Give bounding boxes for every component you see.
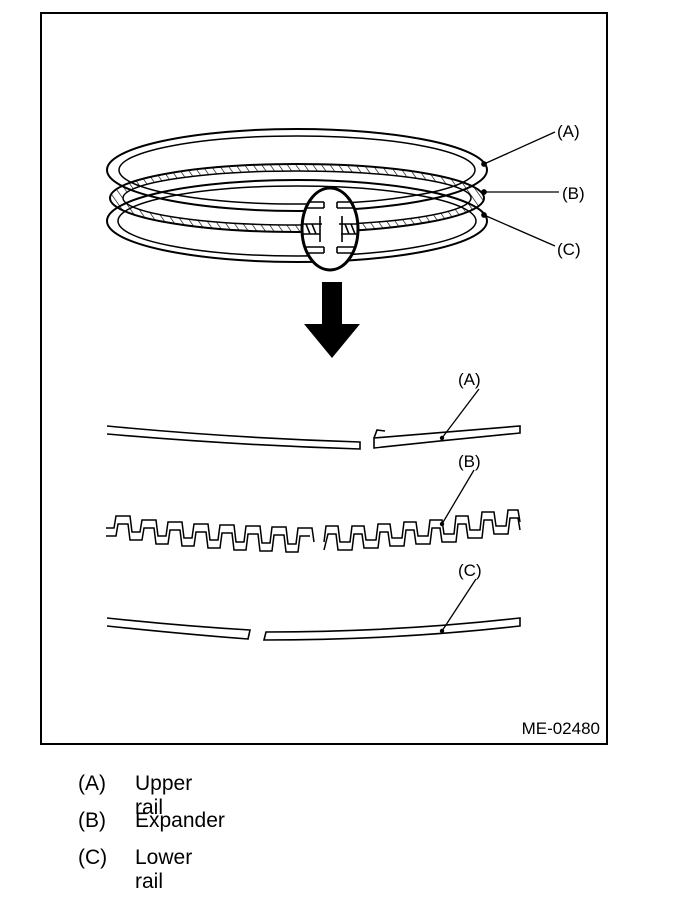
upper-rail-detail xyxy=(106,425,521,450)
legend-letter: (C) xyxy=(78,846,108,869)
legend-letter: (A) xyxy=(78,772,106,795)
upper-rail-ring xyxy=(106,128,488,212)
leader-c-top xyxy=(483,214,556,247)
figure-id: ME-02480 xyxy=(521,719,600,738)
legend-label: Expander xyxy=(135,809,225,832)
callout-b-detail: (B) xyxy=(458,452,481,471)
leader-b-top-dot xyxy=(481,189,487,195)
lower-rail-ring xyxy=(106,179,488,263)
piston-ring-diagram: (A) (B) (C) (A) (B) (C) xyxy=(106,122,585,641)
leader-c-top-dot xyxy=(481,212,487,218)
callout-c-detail: (C) xyxy=(458,561,482,580)
legend-letter: (B) xyxy=(78,809,106,832)
leader-a-top-dot xyxy=(481,161,487,167)
expander-detail xyxy=(106,509,521,553)
callout-a-detail: (A) xyxy=(458,370,481,389)
expander-ring xyxy=(109,163,485,233)
leader-a-top xyxy=(483,131,556,165)
gap-zoom-ellipse xyxy=(300,186,360,272)
callout-a-top: (A) xyxy=(557,122,580,141)
legend-label: Upper rail xyxy=(135,772,193,819)
callout-b-top: (B) xyxy=(562,184,585,203)
legend-label: Lower rail xyxy=(135,846,193,893)
callout-c-top: (C) xyxy=(557,240,581,259)
down-arrow-icon xyxy=(304,282,360,358)
figure-frame: (A) (B) (C) (A) (B) (C) ME-0 xyxy=(40,12,608,745)
ring-assembly xyxy=(106,128,488,263)
lower-rail-detail xyxy=(106,617,521,641)
